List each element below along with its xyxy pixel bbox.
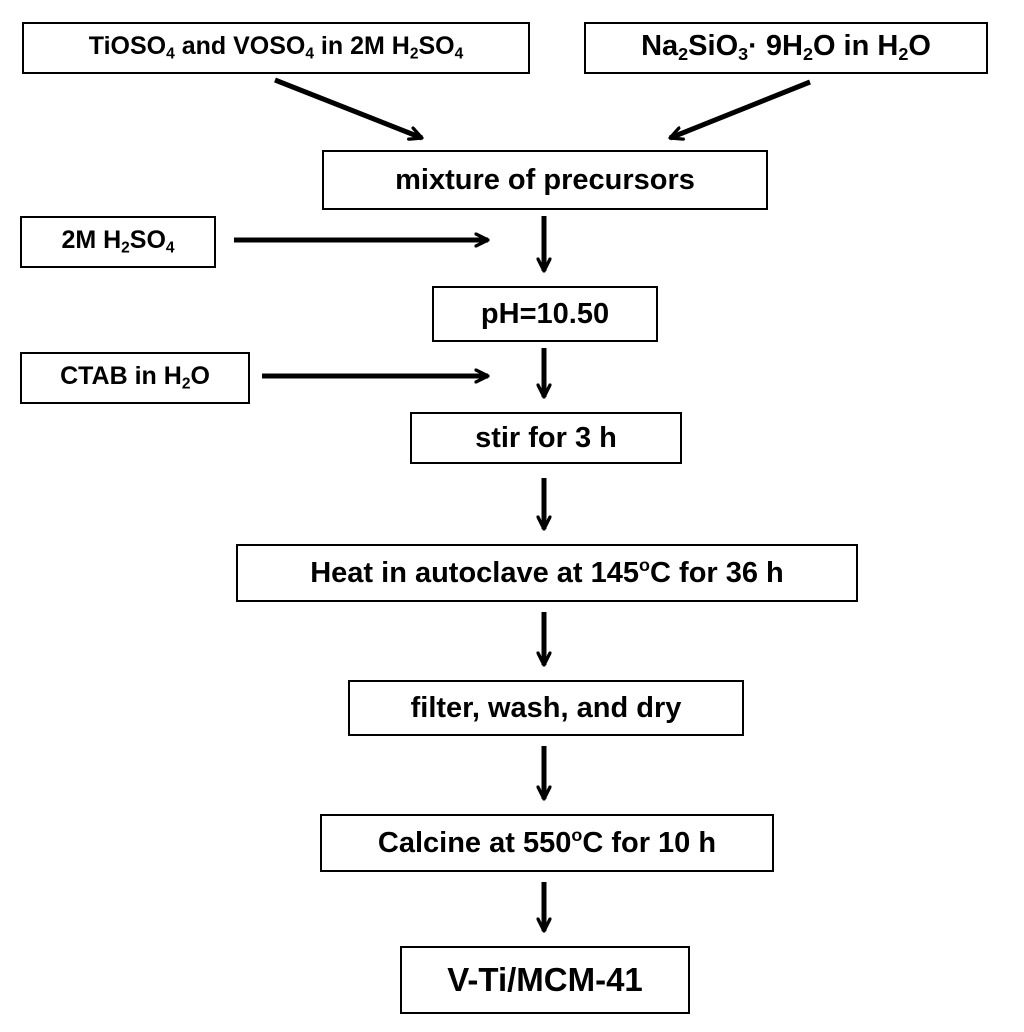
stir-step-box: stir for 3 h — [410, 412, 682, 464]
heat-label: Heat in autoclave at 145oC for 36 h — [310, 555, 784, 590]
h2so4-label: 2M H2SO4 — [61, 226, 175, 257]
stir-label: stir for 3 h — [475, 421, 617, 454]
ph-adjustment-box: pH=10.50 — [432, 286, 658, 342]
mixture-of-precursors-box: mixture of precursors — [322, 150, 768, 210]
filter-wash-dry-step-box: filter, wash, and dry — [348, 680, 744, 736]
sulfuric-acid-box: 2M H2SO4 — [20, 216, 216, 268]
filter-label: filter, wash, and dry — [410, 691, 682, 724]
precursor-sodium-silicate-box: Na2SiO3· 9H2O in H2O — [584, 22, 988, 74]
arrow-na2sio3-to-mixture — [670, 79, 811, 138]
autoclave-heat-step-box: Heat in autoclave at 145oC for 36 h — [236, 544, 858, 602]
ctab-label: CTAB in H2O — [60, 362, 210, 393]
na2sio3-label: Na2SiO3· 9H2O in H2O — [641, 30, 931, 65]
calcine-label: Calcine at 550oC for 10 h — [377, 825, 717, 860]
precursor-tioso4-vooso4-box: TiOSO4 and VOSO4 in 2M H2SO4 — [22, 22, 530, 74]
final-product-box: V-Ti/MCM-41 — [400, 946, 690, 1014]
arrow-tioso4-to-mixture — [274, 77, 422, 138]
calcine-step-box: Calcine at 550oC for 10 h — [320, 814, 774, 872]
ctab-box: CTAB in H2O — [20, 352, 250, 404]
product-label: V-Ti/MCM-41 — [447, 961, 643, 998]
mixture-label: mixture of precursors — [395, 163, 695, 196]
tioso4-label: TiOSO4 and VOSO4 in 2M H2SO4 — [88, 32, 464, 63]
ph-label: pH=10.50 — [480, 297, 610, 330]
